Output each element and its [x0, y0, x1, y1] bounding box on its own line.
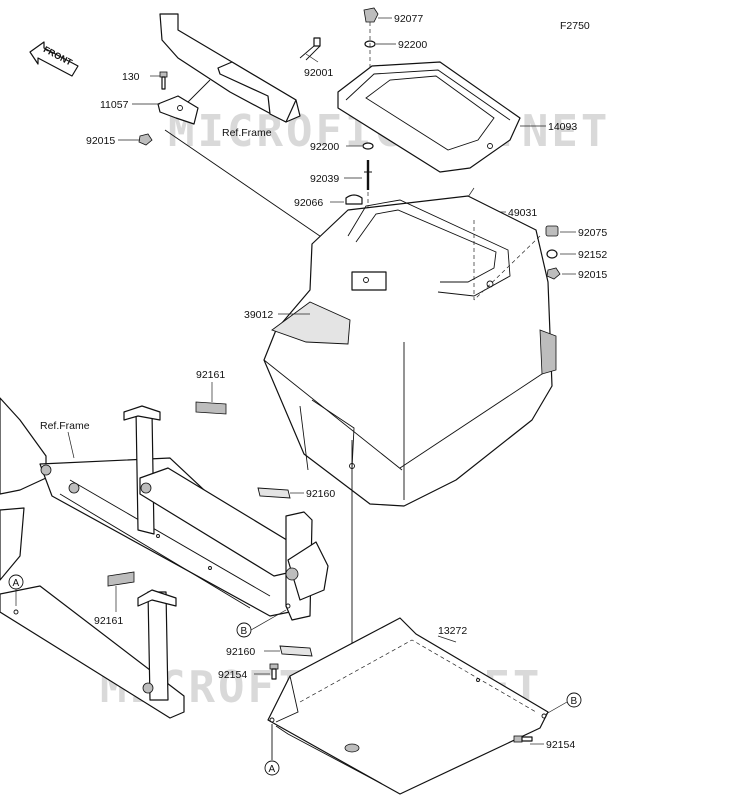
cap-92066-icon — [345, 194, 363, 205]
label-92015-upper: 92015 — [86, 135, 115, 147]
ref-frame-label-bottom: Ref.Frame — [40, 420, 90, 432]
label-130: 130 — [122, 71, 140, 83]
circle-a-bottom-text: A — [269, 764, 276, 775]
storage-box-39012 — [263, 195, 557, 507]
label-39012: 39012 — [244, 309, 273, 321]
label-92200-upper: 92200 — [398, 39, 427, 51]
lid-14093 — [337, 61, 521, 173]
bolt-92001-icon — [299, 37, 321, 61]
label-92075: 92075 — [578, 227, 607, 239]
pad-92160-upper-icon — [257, 487, 291, 499]
floor-plate-13272 — [267, 617, 549, 795]
bolt-92154-lower-icon — [513, 735, 533, 743]
washer-92200-lower-icon — [362, 142, 374, 150]
label-11057: 11057 — [100, 99, 129, 111]
front-arrow-icon: FRONT — [29, 41, 79, 77]
label-92066: 92066 — [294, 197, 323, 209]
figure-code: F2750 — [560, 20, 590, 32]
label-92161-lower: 92161 — [94, 615, 123, 627]
label-92152: 92152 — [578, 249, 607, 261]
bolt-130-icon — [159, 71, 168, 90]
bracket-11057 — [157, 95, 199, 125]
lower-frame — [0, 397, 329, 719]
label-92039: 92039 — [310, 173, 339, 185]
ref-frame-label-top: Ref.Frame — [222, 127, 272, 139]
circle-b-right-text: B — [571, 696, 578, 707]
pad-92160-lower-icon — [279, 645, 313, 657]
label-92154-lower: 92154 — [546, 739, 575, 751]
label-92001: 92001 — [304, 67, 333, 79]
ref-circle-a-left: A — [8, 574, 24, 590]
collar-92152-icon — [546, 249, 558, 259]
circle-a-left-text: A — [13, 578, 20, 589]
label-13272: 13272 — [438, 625, 467, 637]
nut-92015-upper-icon — [138, 133, 153, 146]
label-92154-upper: 92154 — [218, 669, 247, 681]
ref-circle-b-right: B — [566, 692, 582, 708]
label-92200-lower: 92200 — [310, 141, 339, 153]
label-92015-lower: 92015 — [578, 269, 607, 281]
pad-92161-lower-icon — [107, 571, 135, 587]
upper-frame-bracket — [159, 13, 301, 123]
label-92160-upper: 92160 — [306, 488, 335, 500]
nut-92015-lower-icon — [546, 267, 561, 280]
circle-b-left-text: B — [241, 626, 248, 637]
grommet-92075-icon — [545, 225, 559, 237]
label-92161-upper: 92161 — [196, 369, 225, 381]
ref-circle-a-bottom: A — [264, 760, 280, 776]
pad-92161-upper-icon — [195, 401, 227, 415]
label-49031: 49031 — [508, 207, 537, 219]
label-14093: 14093 — [548, 121, 577, 133]
ref-circle-b-left: B — [236, 622, 252, 638]
label-92077: 92077 — [394, 13, 423, 25]
pin-92039-icon — [364, 160, 372, 190]
bolt-92154-upper-icon — [269, 663, 279, 680]
label-92160-lower: 92160 — [226, 646, 255, 658]
clip-92077-icon — [363, 7, 379, 23]
